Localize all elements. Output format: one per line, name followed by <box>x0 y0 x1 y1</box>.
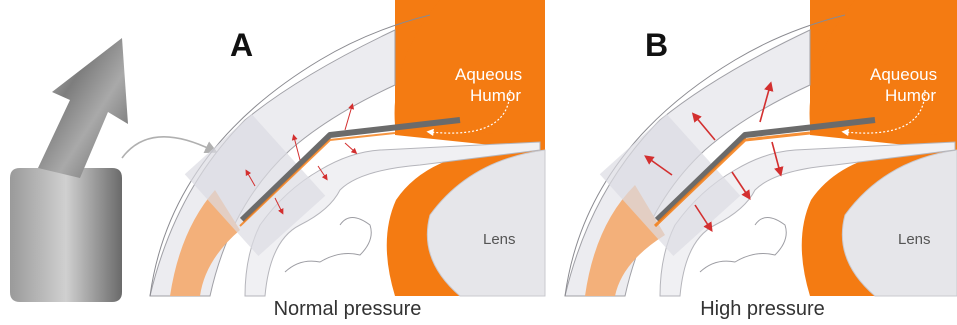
aqueous-humor-label: Aqueous <box>870 65 937 84</box>
caption-normal-pressure: Normal pressure <box>150 298 545 321</box>
curved-pointer-arrow-icon <box>122 137 212 158</box>
panel-label: B <box>645 27 668 63</box>
pressure-arrow <box>345 143 355 152</box>
panel-label: A <box>230 27 253 63</box>
caption-high-pressure: High pressure <box>565 298 957 321</box>
metal-arrow-implant-icon <box>10 38 128 302</box>
lens-label: Lens <box>483 231 516 248</box>
aqueous-humor-label: Humor <box>885 86 936 105</box>
panel-b-diagram: B Aqueous Humor Lens <box>565 0 957 296</box>
aqueous-humor-label: Humor <box>470 86 521 105</box>
lens-label: Lens <box>898 231 931 248</box>
aqueous-humor-label: Aqueous <box>455 65 522 84</box>
